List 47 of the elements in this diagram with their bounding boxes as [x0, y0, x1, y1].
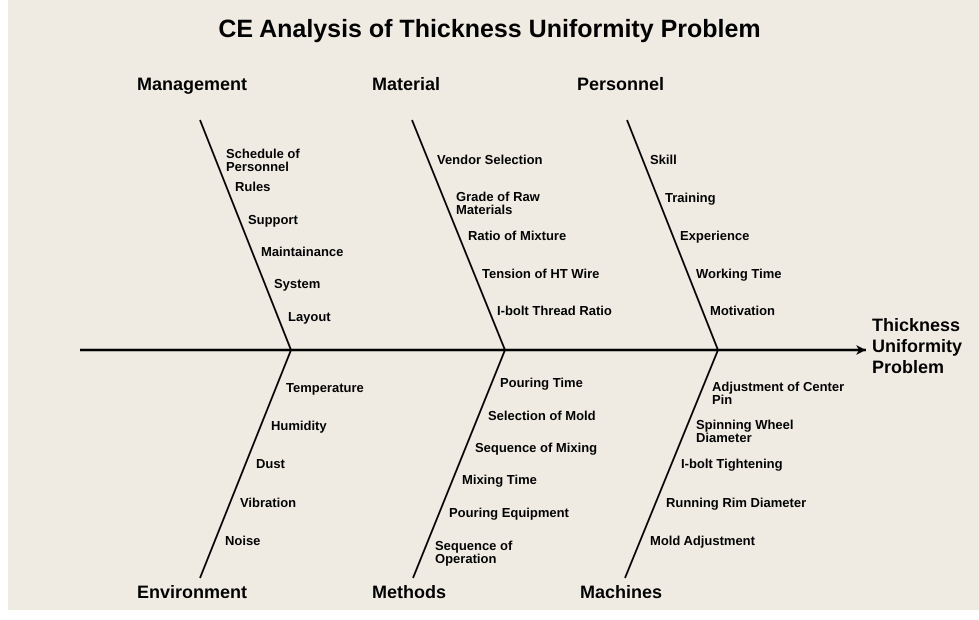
cause-label: Tension of HT Wire [482, 267, 600, 280]
cause-label: Working Time [696, 267, 782, 280]
cause-label: Rules [235, 180, 270, 193]
cause-label: Selection of Mold [488, 409, 596, 422]
cause-label: Schedule of Personnel [226, 147, 301, 173]
cause-label: Pouring Time [500, 376, 583, 389]
cause-label: Vibration [240, 496, 296, 509]
category-label: Environment [137, 582, 248, 603]
cause-label: Sequence of Operation [435, 539, 514, 565]
cause-label: Ratio of Mixture [468, 229, 566, 242]
cause-label: Mixing Time [462, 473, 537, 486]
cause-label: Adjustment of Center Pin [712, 380, 846, 406]
cause-label: Skill [650, 153, 677, 166]
category-label: Methods [372, 582, 446, 603]
cause-label: Training [665, 191, 716, 204]
category-label: Material [372, 74, 440, 95]
spine-arrow [80, 345, 866, 355]
cause-label: Motivation [710, 304, 775, 317]
cause-label: Dust [256, 457, 285, 470]
cause-label: System [274, 277, 320, 290]
cause-label: Running Rim Diameter [666, 496, 806, 509]
cause-label: Layout [288, 310, 331, 323]
cause-label: Grade of Raw Materials [456, 190, 541, 216]
cause-label: Support [248, 213, 298, 226]
cause-label: I-bolt Thread Ratio [497, 304, 612, 317]
effect-label: Thickness Uniformity Problem [872, 315, 979, 378]
cause-label: Experience [680, 229, 750, 242]
bone-line [626, 120, 719, 350]
cause-label: Vendor Selection [437, 153, 542, 166]
category-label: Management [137, 74, 248, 95]
bone-line [199, 350, 292, 578]
category-label: Personnel [577, 74, 664, 95]
category-label: Machines [580, 582, 662, 603]
cause-label: Temperature [286, 381, 364, 394]
cause-label: I-bolt Tightening [681, 457, 783, 470]
bone-line [199, 120, 292, 350]
cause-label: Mold Adjustment [650, 534, 755, 547]
bone-line [624, 350, 719, 578]
bone-line [412, 350, 506, 578]
cause-label: Spinning Wheel Diameter [696, 418, 794, 444]
cause-label: Humidity [271, 419, 327, 432]
diagram-title: CE Analysis of Thickness Uniformity Problem [217, 15, 762, 44]
cause-label: Noise [225, 534, 260, 547]
cause-label: Sequence of Mixing [475, 441, 598, 454]
cause-label: Maintainance [261, 245, 344, 258]
bone-line [411, 120, 506, 350]
cause-label: Pouring Equipment [449, 506, 569, 519]
